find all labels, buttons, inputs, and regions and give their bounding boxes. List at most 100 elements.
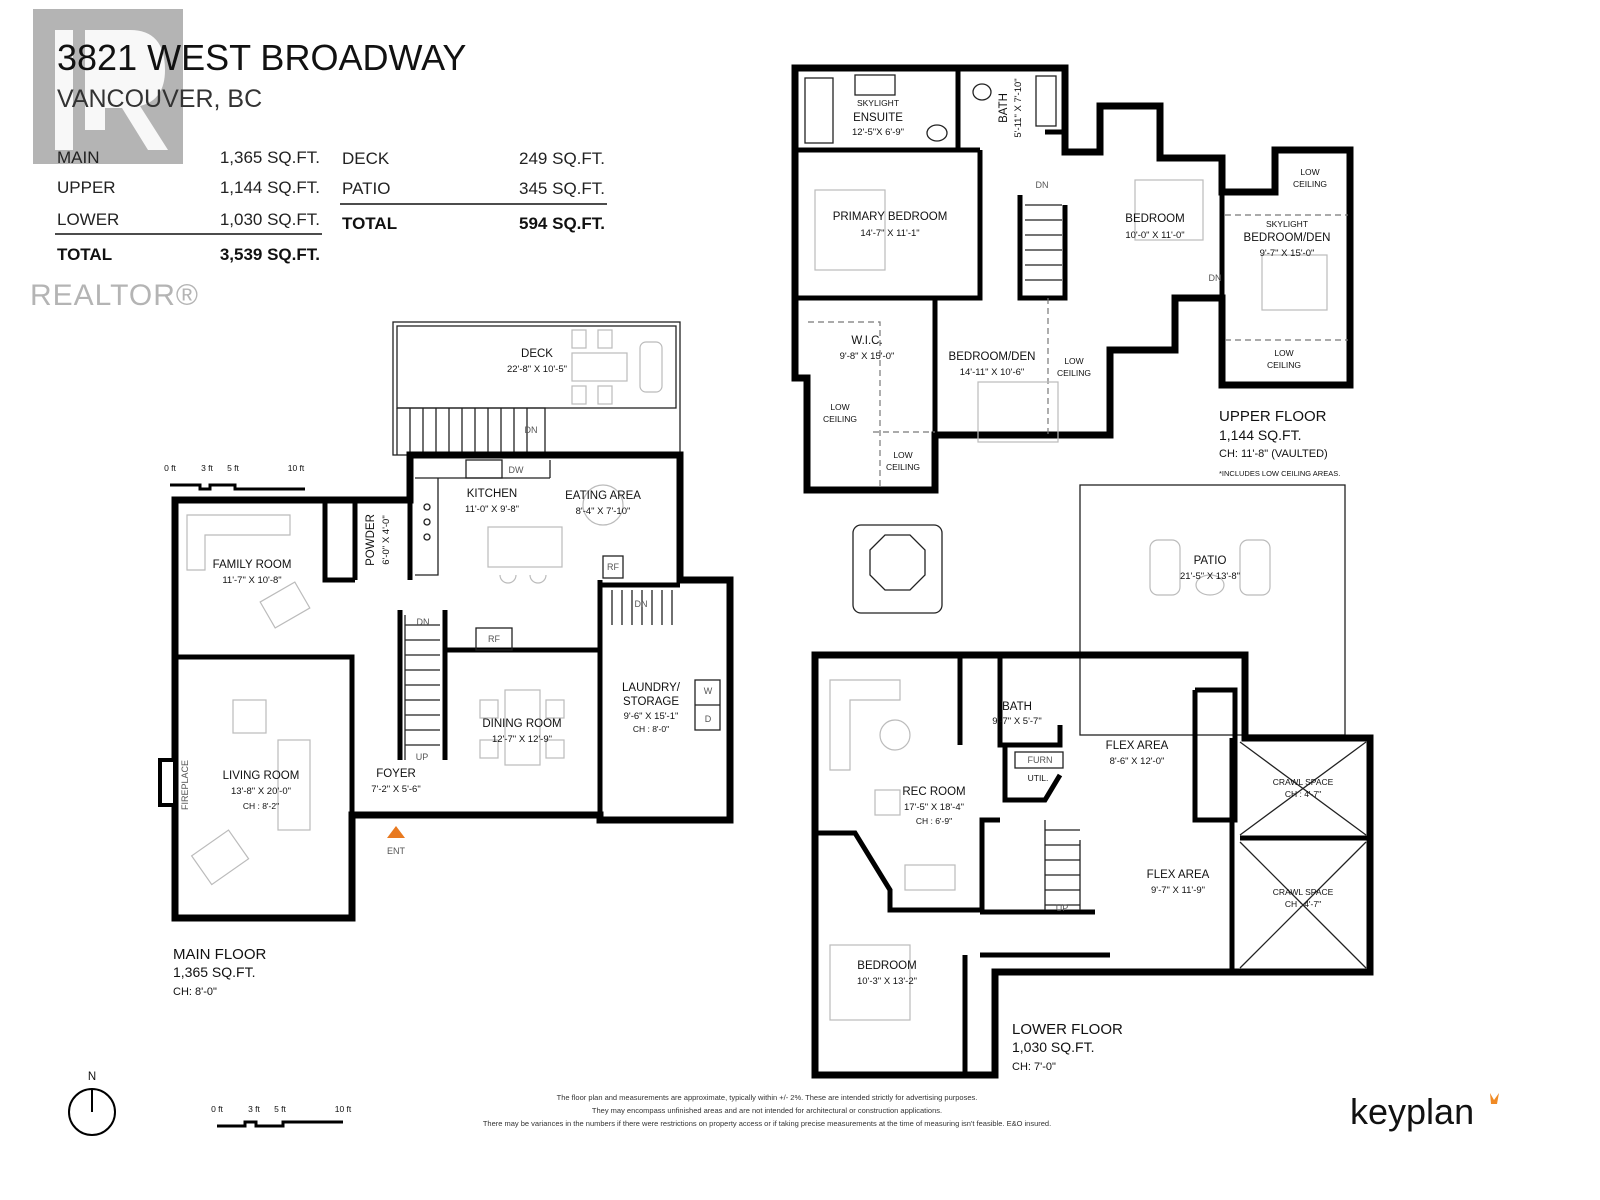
room-name-bedroom: BEDROOM xyxy=(1125,213,1184,225)
low-ceiling-label: CEILING xyxy=(1057,368,1091,378)
rec-furniture-icon xyxy=(829,679,956,891)
room-ceiling-height: CH : 8'-0" xyxy=(633,724,669,734)
room-dims: 12'-5"X 6'-9" xyxy=(852,127,904,138)
stairs-up-label: UP xyxy=(416,752,429,762)
room-name-ensuite: ENSUITE xyxy=(853,112,903,124)
scale-tick-label: 5 ft xyxy=(227,463,239,473)
area-total-value: 594 SQ.FT. xyxy=(519,214,605,233)
low-ceiling-label: LOW xyxy=(1274,348,1293,358)
area-value: 345 SQ.FT. xyxy=(519,179,605,198)
room-dims: 9'-7" X 15'-0" xyxy=(1260,248,1315,259)
floor-note: *INCLUDES LOW CEILING AREAS. xyxy=(1219,469,1340,478)
room-name-eating-area: EATING AREA xyxy=(565,490,641,502)
main-floor-plan xyxy=(158,321,734,922)
room-dims: 14'-11" X 10'-6" xyxy=(960,367,1025,378)
floor-title: UPPER FLOOR xyxy=(1219,408,1327,425)
fireplace-icon xyxy=(158,758,177,807)
room-name-living-room: LIVING ROOM xyxy=(223,770,300,782)
room-dims: 17'-5" X 18'-4" xyxy=(904,802,964,813)
room-name-primary-bedroom: PRIMARY BEDROOM xyxy=(833,211,948,223)
upper-floor-plan xyxy=(791,64,1354,494)
floor-title: MAIN FLOOR xyxy=(173,946,267,963)
area-value: 1,144 SQ.FT. xyxy=(220,178,320,197)
room-dims: 9'-7" X 5'-7" xyxy=(992,716,1041,727)
skylight-label: SKYLIGHT xyxy=(1266,219,1308,229)
room-ceiling-height: CH : 4'-7" xyxy=(1285,789,1321,799)
low-ceiling-label: LOW xyxy=(1300,167,1319,177)
low-ceiling-label: LOW xyxy=(1064,356,1083,366)
stairs-down-label: DN xyxy=(1209,273,1222,283)
room-dims: 5'-11" X 7'-10" xyxy=(1013,78,1024,137)
lower-floor-interior-walls xyxy=(815,655,1370,1075)
room-name-foyer: FOYER xyxy=(376,768,416,780)
skylight-label: SKYLIGHT xyxy=(857,98,899,108)
entrance-marker-icon xyxy=(387,826,405,838)
room-dims: 6'-0" X 4'-0" xyxy=(381,515,392,564)
kitchen-island-icon xyxy=(487,526,563,584)
room-name-crawl-space: CRAWL SPACE xyxy=(1273,887,1334,897)
room-name-deck: DECK xyxy=(521,348,553,360)
room-name-powder: POWDER xyxy=(365,514,377,566)
property-city: VANCOUVER, BC xyxy=(57,85,262,113)
deck-stairs-icon xyxy=(396,407,546,455)
stairs-down-label: DN xyxy=(525,425,538,435)
scale-tick-label: 5 ft xyxy=(274,1104,286,1114)
area-value: 1,030 SQ.FT. xyxy=(220,210,320,229)
room-name-bedroom-den: BEDROOM/DEN xyxy=(1244,232,1331,244)
ensuite-fixtures-icon xyxy=(804,74,1057,144)
fridge-label: RF xyxy=(607,562,619,572)
main-stairs-icon xyxy=(404,590,673,760)
compass-north-label: N xyxy=(88,1071,96,1083)
room-dims: 9'-6" X 15'-1" xyxy=(624,711,679,722)
room-name-bath: BATH xyxy=(1002,701,1032,713)
room-name-rec-room: REC ROOM xyxy=(902,786,965,798)
furnace-icon xyxy=(1014,751,1064,769)
room-name-patio: PATIO xyxy=(1194,555,1227,567)
room-name-bedroom: BEDROOM xyxy=(857,960,916,972)
scale-tick-label: 10 ft xyxy=(335,1104,352,1114)
low-ceiling-label: CEILING xyxy=(1267,360,1301,370)
fridge-icon xyxy=(475,627,513,651)
room-dims: 11'-0" X 9'-8" xyxy=(465,504,519,515)
eating-table-icon xyxy=(582,484,624,526)
area-label: UPPER xyxy=(57,178,116,197)
realtor-watermark-text: REALTOR® xyxy=(30,279,199,312)
room-name-laundry: LAUNDRY/ xyxy=(622,682,681,694)
entrance-label: ENT xyxy=(387,846,406,856)
lower-floor-plan xyxy=(811,484,1374,1079)
room-name-flex-area: FLEX AREA xyxy=(1147,869,1210,881)
dryer-label: D xyxy=(705,714,712,724)
area-label: DECK xyxy=(342,149,390,168)
area-label: LOWER xyxy=(57,210,119,229)
room-name-storage: STORAGE xyxy=(623,696,679,708)
room-dims: 9'-8" X 15'-0" xyxy=(840,351,895,362)
upper-floor-exterior-walls xyxy=(791,64,1354,494)
dishwasher-label: DW xyxy=(509,465,524,475)
furnace-label: FURN xyxy=(1028,755,1053,765)
room-name-bath: BATH xyxy=(998,93,1010,123)
floor-sqft: 1,144 SQ.FT. xyxy=(1219,427,1301,443)
scale-bar-main xyxy=(170,483,305,491)
keyplan-fox-icon xyxy=(1490,1093,1499,1104)
floor-ceiling-height: CH: 8'-0" xyxy=(173,986,217,998)
scale-tick-label: 10 ft xyxy=(288,463,305,473)
upper-floor-interior-walls xyxy=(795,68,1225,435)
low-ceiling-label: CEILING xyxy=(886,462,920,472)
room-ceiling-height: CH : 6'-9" xyxy=(916,816,952,826)
scale-tick-label: 0 ft xyxy=(211,1104,223,1114)
scale-tick-label: 3 ft xyxy=(201,463,213,473)
area-value: 1,365 SQ.FT. xyxy=(220,148,320,167)
area-summary-table: MAIN 1,365 SQ.FT. UPPER 1,144 SQ.FT. LOW… xyxy=(55,148,607,264)
main-floor-interior-walls xyxy=(175,500,680,815)
room-dims: 10'-3" X 13'-2" xyxy=(857,976,917,987)
lower-stairs-icon xyxy=(1044,820,1081,910)
utility-label: UTIL. xyxy=(1028,773,1049,783)
patio-furniture-icon xyxy=(1149,539,1271,596)
room-name-family-room: FAMILY ROOM xyxy=(213,559,292,571)
crawl-space-x-icon xyxy=(1239,741,1367,969)
low-ceiling-label: LOW xyxy=(893,450,912,460)
area-label: MAIN xyxy=(57,148,100,167)
area-total-value: 3,539 SQ.FT. xyxy=(220,245,320,264)
floor-sqft: 1,365 SQ.FT. xyxy=(173,964,255,980)
